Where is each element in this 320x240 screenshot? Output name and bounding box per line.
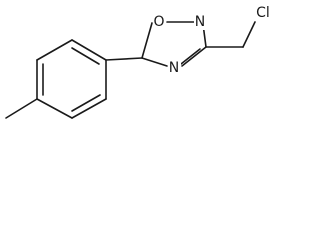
atom-cl: Cl — [252, 5, 274, 21]
bond-c5-phenyl — [105, 57, 143, 61]
phenyl-ring-bonds — [36, 39, 107, 119]
atom-n2-label: N — [195, 14, 205, 30]
atom-o1-label: O — [153, 14, 164, 30]
phenyl-inner-double-bonds — [42, 47, 101, 112]
atom-n4-label: N — [169, 60, 179, 76]
bond-phenyl-methyl — [5, 98, 38, 119]
atom-cl-label: Cl — [256, 5, 270, 21]
structure-diagram: O N N Cl — [5, 5, 274, 119]
atom-n2: N — [194, 14, 207, 30]
ring-bond-c3-n4-double — [180, 46, 207, 67]
bond-ch2-cl — [242, 21, 256, 48]
ring-bond-o1-c5 — [141, 22, 153, 59]
ring-bond-n4-c5 — [141, 57, 168, 67]
atom-n4: N — [168, 60, 181, 76]
atom-o1: O — [153, 14, 166, 30]
